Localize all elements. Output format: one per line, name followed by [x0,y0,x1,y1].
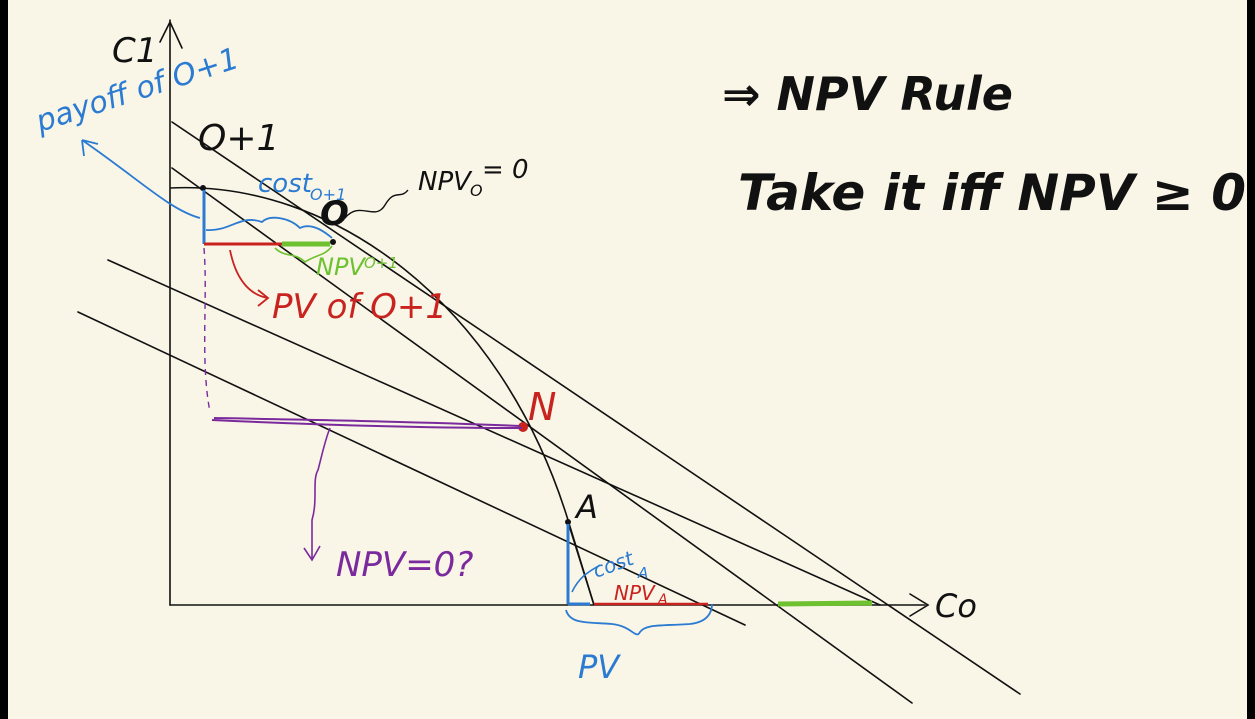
x-axis-arrow [909,593,930,617]
cost-a-sub: A [637,564,648,582]
cost-o-plus-1-brace [205,216,333,239]
market-line-o-plus-1 [171,121,1021,695]
x-axis-label: Co [935,587,977,625]
purple-drop-line [203,247,211,413]
npv-a-sub: A [657,592,668,608]
production-frontier-curve [169,186,595,606]
npv-o-eq: = 0 [482,155,529,185]
y-axis-arrow [159,20,183,49]
market-line-o [171,167,913,704]
npv-o-leader [344,189,409,219]
point-n-dot [518,422,528,432]
point-a-dot [565,519,571,525]
label-a: A [574,488,598,526]
y-axis-label: C1 [112,31,157,71]
cost-a-label: cost [590,546,638,583]
cost-o-plus-1-sub: O+1 [310,185,346,204]
cost-a-curl [571,564,601,593]
npv-o-sub: O [470,181,483,200]
take-it-iff: Take it iff NPV ≥ 0 [738,164,1246,222]
npv-o-plus-1-brace [274,245,333,264]
npv-a-label: NPV [614,581,656,605]
market-line-n [107,259,881,606]
label-n: N [528,385,556,429]
pv-arrow [229,249,270,307]
point-o-dot [330,239,336,245]
a-to-axis-line [567,521,595,606]
npv-diagram: C1 Co O+1 O N A payoff of O+1 cost O+1 N… [31,19,1246,704]
npv-o-plus-1-label: NPV [316,253,366,281]
purple-brace [303,427,331,562]
whiteboard-canvas: C1 Co O+1 O N A payoff of O+1 cost O+1 N… [8,0,1247,719]
npv-question-label: NPV=0? [336,545,473,585]
pv-brace [565,603,713,636]
market-line-a [77,311,746,626]
npv-rule-heading: ⇒ NPV Rule [722,67,1013,121]
label-o: O [320,194,349,234]
purple-horizontal-to-n [211,417,523,429]
label-o-plus-1: O+1 [198,118,279,159]
npv-x-axis-segment [777,600,873,607]
payoff-arrow [81,139,201,219]
pv-label: PV [578,648,621,686]
pv-of-label: PV of O+1 [272,287,447,327]
npv-o-plus-1-sub: O+1 [364,254,398,272]
cost-o-plus-1-label: cost [258,169,313,199]
npv-o-label: NPV [418,167,473,197]
point-o-plus-1-dot [200,185,206,191]
